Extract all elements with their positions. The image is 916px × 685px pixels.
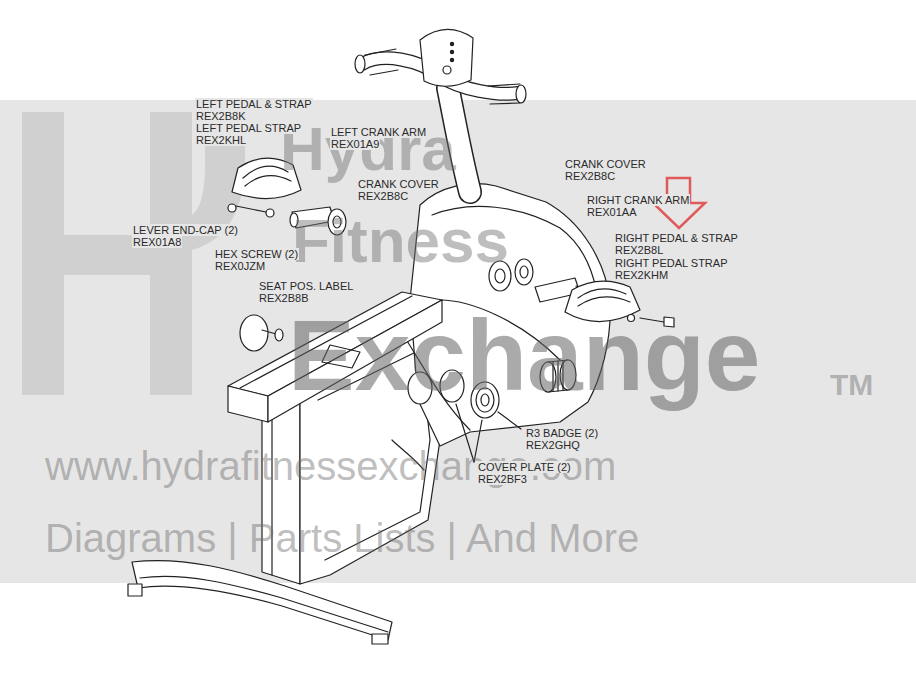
cover-disc bbox=[262, 330, 276, 334]
part-number: REX2B8C bbox=[564, 170, 616, 182]
watermark-logo bbox=[22, 112, 192, 395]
base-stabilizer bbox=[372, 634, 388, 644]
part-name: HEX SCREW (2) bbox=[214, 248, 299, 260]
part-name: R3 BADGE (2) bbox=[525, 427, 599, 439]
part-number: REX2B8B bbox=[258, 292, 310, 304]
cover-disc bbox=[275, 329, 283, 341]
watermark-logo bbox=[22, 112, 245, 395]
right-pedal bbox=[578, 289, 630, 306]
left-pedal bbox=[266, 209, 274, 217]
part-number: REX2B8C bbox=[357, 190, 409, 202]
console-plate bbox=[450, 58, 453, 61]
part-name: LEFT CRANK ARM bbox=[330, 126, 427, 138]
leader-line bbox=[498, 412, 521, 429]
cover-disc bbox=[240, 315, 283, 351]
left-pedal bbox=[236, 206, 266, 212]
part-name: LEFT PEDAL STRAP bbox=[195, 122, 302, 134]
part-number: REX01A8 bbox=[132, 236, 182, 248]
part-number: REX2B8L bbox=[614, 244, 664, 256]
part-name: RIGHT PEDAL STRAP bbox=[614, 257, 728, 269]
crank-cover bbox=[515, 259, 533, 285]
part-name: RIGHT CRANK ARM bbox=[586, 194, 690, 206]
console-plate bbox=[450, 42, 453, 45]
part-name: LEVER END-CAP (2) bbox=[132, 224, 239, 236]
handlebar bbox=[355, 55, 365, 73]
part-number: REX2GHQ bbox=[525, 439, 581, 451]
handlebar bbox=[516, 85, 526, 103]
crank-cover bbox=[520, 266, 528, 278]
part-number: REX2B8K bbox=[195, 110, 247, 122]
watermark-text: TM bbox=[830, 370, 873, 400]
watermark-text: Fitness bbox=[292, 210, 509, 272]
part-number: REX0JZM bbox=[214, 260, 266, 272]
console-plate bbox=[420, 29, 473, 86]
part-number: REX2KHL bbox=[195, 134, 247, 146]
part-name: CRANK COVER bbox=[564, 158, 647, 170]
seat-rail bbox=[228, 386, 268, 422]
base-stabilizer bbox=[128, 561, 392, 644]
console-plate bbox=[450, 50, 453, 53]
part-number: REX2BF3 bbox=[477, 473, 528, 485]
part-number: REX2KHM bbox=[614, 269, 669, 281]
part-number: REX01AA bbox=[586, 206, 638, 218]
console-plate bbox=[420, 29, 473, 86]
cover-disc bbox=[240, 315, 268, 351]
part-name: SEAT POS. LABEL bbox=[258, 280, 354, 292]
part-name: CRANK COVER bbox=[357, 178, 440, 190]
base-stabilizer bbox=[140, 576, 388, 632]
watermark-text: Diagrams | Parts Lists | And More bbox=[45, 518, 639, 558]
part-name: COVER PLATE (2) bbox=[477, 461, 572, 473]
part-name: LEFT PEDAL & STRAP bbox=[195, 98, 313, 110]
part-name: RIGHT PEDAL & STRAP bbox=[614, 232, 739, 244]
base-stabilizer bbox=[128, 584, 142, 596]
left-pedal bbox=[228, 204, 236, 212]
watermark-text: Exchange bbox=[288, 305, 760, 405]
part-number: REX01A9 bbox=[330, 138, 380, 150]
console-plate bbox=[443, 66, 451, 74]
